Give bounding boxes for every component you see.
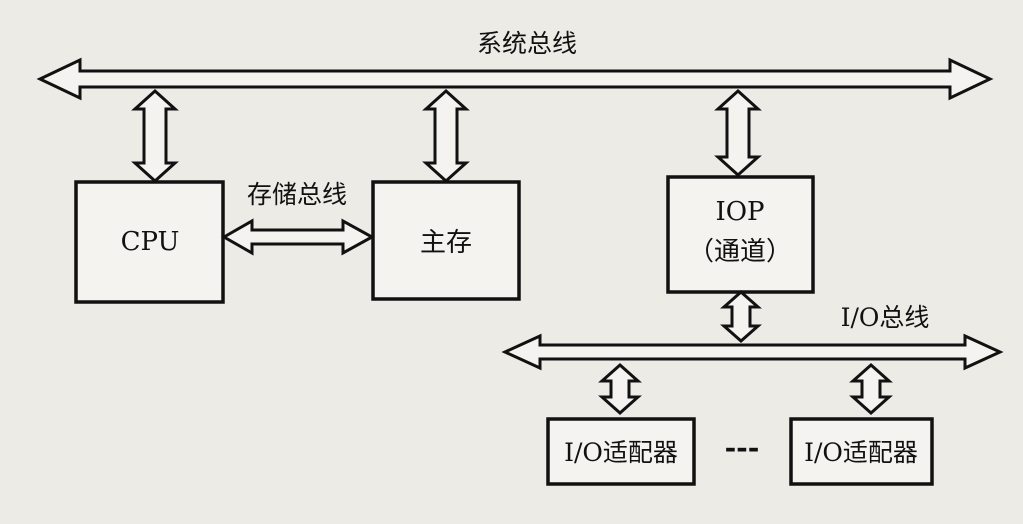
- adapter-2-connector: [849, 362, 893, 416]
- iop-io-bus-connector: [720, 289, 762, 344]
- iop-system-bus-connector: [714, 88, 762, 178]
- memory-system-bus-connector: [422, 88, 470, 184]
- main-memory-label: 主存: [420, 228, 472, 258]
- adapter-ellipsis: ---: [725, 431, 760, 464]
- cpu-system-bus-connector: [131, 88, 179, 184]
- iop-label: IOP: [715, 197, 764, 227]
- io-adapter-2-label: I/O适配器: [804, 438, 918, 467]
- system-bus-arrow: [36, 57, 994, 101]
- cpu-box: [74, 180, 225, 304]
- iop-box: [666, 175, 815, 294]
- memory-bus-label: 存储总线: [247, 180, 347, 209]
- cpu-label: CPU: [121, 227, 180, 257]
- io-adapter-2-box: [789, 417, 934, 486]
- io-bus-arrow: [501, 333, 1004, 371]
- main-memory-box: [371, 180, 521, 301]
- io-bus-label: I/O总线: [841, 303, 930, 332]
- io-adapter-1-label: I/O适配器: [564, 438, 678, 467]
- io-adapter-1-box: [546, 417, 696, 486]
- system-bus-label: 系统总线: [477, 29, 577, 58]
- memory-bus-arrow: [220, 218, 376, 256]
- iop-sublabel: （通道）: [688, 237, 792, 267]
- adapter-1-connector: [598, 362, 642, 416]
